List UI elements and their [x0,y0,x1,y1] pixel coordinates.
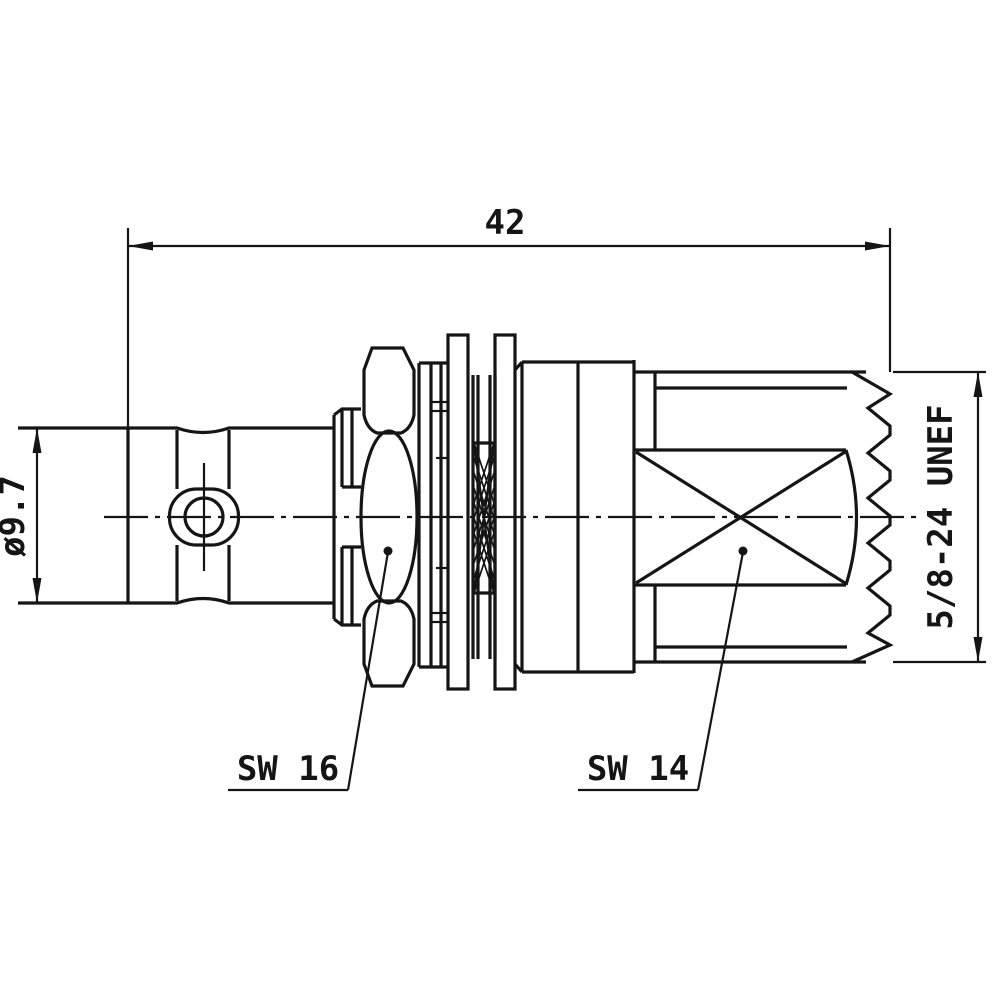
flat-boundary-arc [844,449,859,586]
callout-sw16-label: SW 16 [237,749,339,789]
panel-plate-rear [446,333,470,691]
bayonet-slot [167,430,241,601]
dimension-coupling-thread: 5/8-24 UNEF [893,370,986,664]
washer-cross-hatch [472,442,496,594]
bnc-jack-barrel [18,426,334,605]
hex-nut-sw16 [359,346,419,688]
wrench-flat-cross [635,450,846,585]
leader-dot-sw16 [383,546,393,556]
callout-sw16: SW 16 [228,546,393,792]
panel-plate-front [493,333,517,691]
connector-body [513,360,636,674]
lock-washer [417,361,448,669]
callout-sw14-label: SW 14 [587,749,689,789]
leader-dot-sw14 [738,546,748,556]
thread-spec-label: 5/8-24 UNEF [921,404,961,629]
dimension-body-diameter-label: ø9.7 [0,475,33,557]
dimension-body-diameter: ø9.7 [0,428,42,603]
coupling-nut-sw14 [634,370,894,664]
callout-sw14: SW 14 [578,546,748,792]
dimension-overall-length: 42 [126,203,892,428]
gasket-collar [332,407,361,627]
thread-profile [851,370,894,664]
dimension-overall-length-label: 42 [485,203,526,243]
